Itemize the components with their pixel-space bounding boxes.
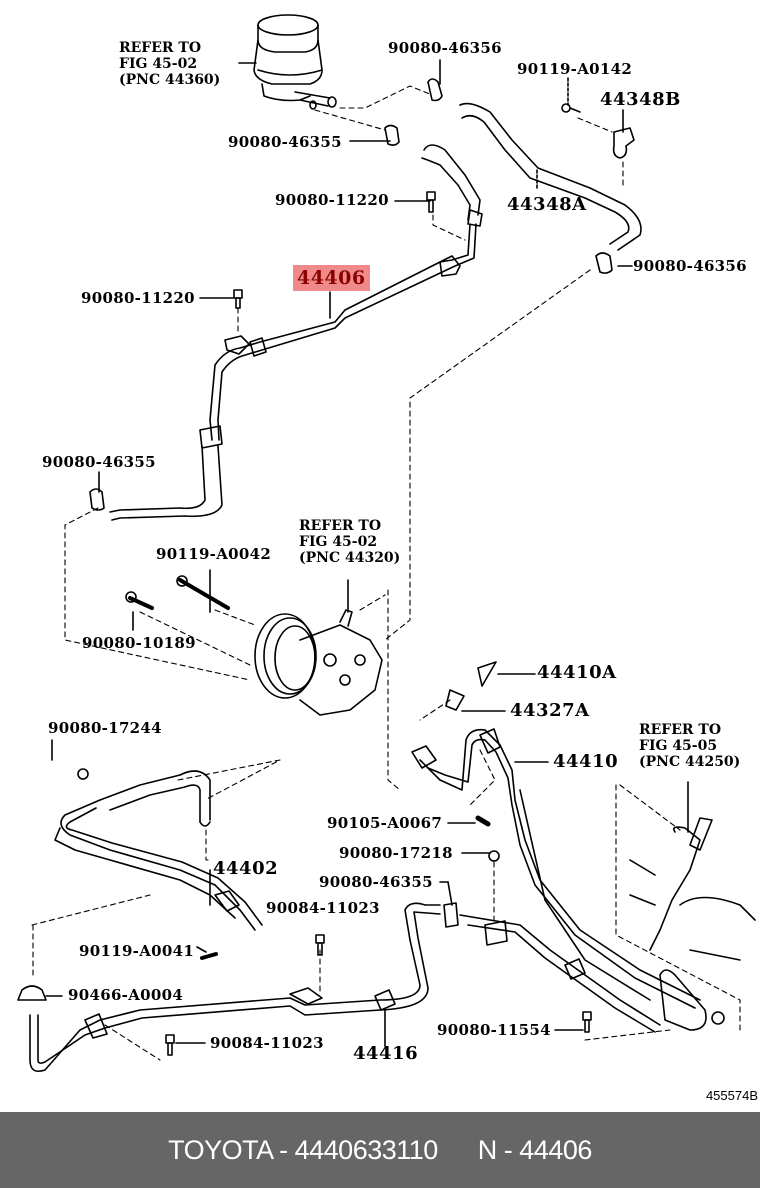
part-label-90105-a0067[interactable]: 90105-A0067 <box>327 814 443 832</box>
part-label-90119-a0142[interactable]: 90119-A0142 <box>517 60 633 78</box>
steering-gear-drawing <box>629 781 756 961</box>
hose-drawings <box>421 102 642 251</box>
part-label-90084-11023[interactable]: 90084-11023 <box>266 899 380 917</box>
part-label-44406-highlighted[interactable]: 44406 <box>293 265 370 291</box>
reference-line: (PNC 44360) <box>119 72 221 88</box>
part-label-44410[interactable]: 44410 <box>553 751 619 772</box>
part-label-44416[interactable]: 44416 <box>353 1043 419 1064</box>
reference-line: (PNC 44320) <box>299 550 401 566</box>
reference-line: FIG 45-02 <box>119 56 198 72</box>
clamp-drawings <box>17 78 635 1001</box>
footer-brand-part-number: TOYOTA - 4440633110 <box>168 1134 438 1165</box>
part-label-90080-46355[interactable]: 90080-46355 <box>228 133 342 151</box>
pipe-44406-drawing <box>109 223 477 521</box>
part-label-90119-a0041[interactable]: 90119-A0041 <box>79 942 195 960</box>
part-label-44327a[interactable]: 44327A <box>510 700 590 721</box>
part-label-90080-11220[interactable]: 90080-11220 <box>275 191 389 209</box>
pump-drawing <box>254 579 383 716</box>
part-label-44402[interactable]: 44402 <box>213 858 279 879</box>
reference-line: REFER TO <box>639 722 722 738</box>
part-label-44348a[interactable]: 44348A <box>507 194 587 215</box>
reference-line: (PNC 44250) <box>639 754 741 770</box>
illustration-code: 455574B <box>705 1088 758 1103</box>
part-label-90466-a0004[interactable]: 90466-A0004 <box>68 986 184 1004</box>
pipe-44410-drawing <box>411 728 725 1031</box>
part-label-90080-17244[interactable]: 90080-17244 <box>48 719 162 737</box>
footer-bar: TOYOTA - 4440633110 N - 44406 <box>0 1112 760 1188</box>
pipe-44402-drawing <box>54 770 263 931</box>
part-label-90080-17218[interactable]: 90080-17218 <box>339 844 453 862</box>
footer-pnc: N - 44406 <box>477 1134 593 1165</box>
part-label-90084-11023[interactable]: 90084-11023 <box>210 1034 324 1052</box>
bolt-drawings <box>77 103 592 1056</box>
part-label-90080-46355[interactable]: 90080-46355 <box>42 453 156 471</box>
reference-line: REFER TO <box>299 518 382 534</box>
reservoir-drawing <box>253 14 337 110</box>
part-label-90080-46356[interactable]: 90080-46356 <box>388 39 502 57</box>
part-label-90080-46355[interactable]: 90080-46355 <box>319 873 433 891</box>
pipe-44416-drawing <box>29 902 661 1073</box>
diagram-artwork <box>17 14 756 1073</box>
part-label-90080-11220[interactable]: 90080-11220 <box>81 289 195 307</box>
part-label-90080-46356[interactable]: 90080-46356 <box>633 257 747 275</box>
reference-line: FIG 45-05 <box>639 738 718 754</box>
part-label-90080-11554[interactable]: 90080-11554 <box>437 1021 551 1039</box>
reference-line: REFER TO <box>119 40 202 56</box>
reference-line: FIG 45-02 <box>299 534 378 550</box>
part-label-90119-a0042[interactable]: 90119-A0042 <box>156 545 272 563</box>
part-label-44410a[interactable]: 44410A <box>537 662 617 683</box>
part-label-90080-10189[interactable]: 90080-10189 <box>82 634 196 652</box>
part-label-44348b[interactable]: 44348B <box>600 89 681 110</box>
